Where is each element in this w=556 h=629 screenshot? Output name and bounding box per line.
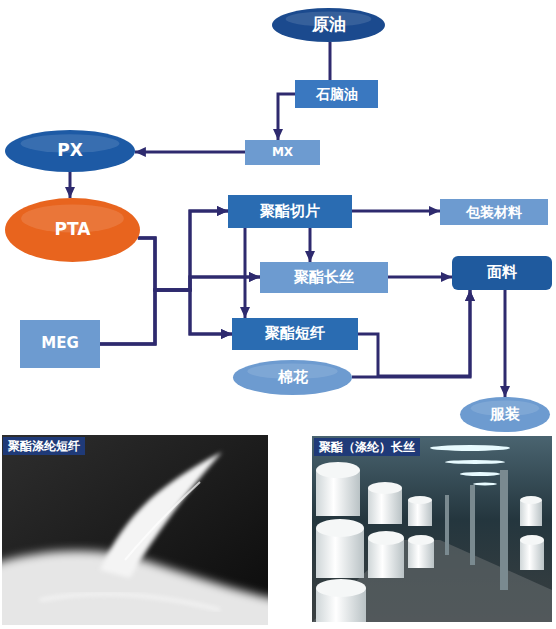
filament-yarn-photo bbox=[312, 436, 552, 622]
fiber-tuft bbox=[100, 452, 222, 578]
node-text: 聚酯长丝 bbox=[294, 269, 354, 286]
node-text: PTA bbox=[55, 220, 91, 240]
flow-connector bbox=[358, 290, 470, 376]
staple-fiber-photo bbox=[2, 435, 268, 625]
flow-connector bbox=[504, 290, 507, 397]
node-text: MEG bbox=[41, 335, 79, 352]
node-text: 聚酯短纤 bbox=[265, 325, 325, 342]
ceiling-lights bbox=[430, 445, 510, 486]
flow-connector bbox=[329, 42, 332, 80]
process-box: 面料 bbox=[452, 256, 552, 290]
machine-frames bbox=[445, 470, 508, 590]
flow-connector bbox=[388, 276, 452, 279]
node-text: 包装材料 bbox=[466, 204, 522, 220]
process-box: 聚酯短纤 bbox=[232, 318, 358, 350]
flow-connector bbox=[138, 238, 232, 334]
flow-connector bbox=[352, 210, 440, 213]
fiber-strand bbox=[40, 594, 220, 610]
process-box: 聚酯切片 bbox=[228, 195, 352, 228]
node-text: MX bbox=[272, 146, 293, 160]
process-box: MEG bbox=[20, 320, 100, 368]
flow-connector bbox=[352, 290, 470, 377]
product-ellipse: 棉花 bbox=[233, 360, 352, 395]
flow-connector bbox=[244, 228, 247, 318]
process-box: 石脑油 bbox=[295, 80, 378, 108]
flow-connector bbox=[278, 94, 295, 140]
node-text: PX bbox=[57, 141, 83, 161]
photo-ground bbox=[312, 436, 552, 622]
process-box: MX bbox=[245, 140, 320, 165]
fiber-strand bbox=[125, 482, 200, 560]
flow-connector bbox=[69, 172, 72, 198]
node-text: 服装 bbox=[490, 406, 520, 423]
photo-caption: 聚酯（涤纶）长丝 bbox=[314, 438, 420, 456]
node-text: 石脑油 bbox=[316, 86, 358, 102]
node-text: 原油 bbox=[312, 15, 346, 35]
yarn-spools bbox=[316, 462, 544, 622]
product-ellipse: PX bbox=[5, 130, 135, 172]
flow-connector bbox=[135, 151, 245, 154]
process-box: 包装材料 bbox=[440, 199, 548, 225]
product-ellipse: PTA bbox=[5, 198, 140, 262]
flow-connector bbox=[100, 290, 232, 344]
product-ellipse: 服装 bbox=[460, 397, 550, 432]
flow-connector bbox=[309, 228, 312, 262]
node-text: 面料 bbox=[487, 264, 517, 281]
photo-caption: 聚酯涤纶短纤 bbox=[3, 437, 85, 455]
node-text: 棉花 bbox=[278, 369, 308, 386]
source-ellipse: 原油 bbox=[272, 8, 385, 42]
node-text: 聚酯切片 bbox=[260, 203, 320, 220]
process-box: 聚酯长丝 bbox=[260, 262, 388, 293]
